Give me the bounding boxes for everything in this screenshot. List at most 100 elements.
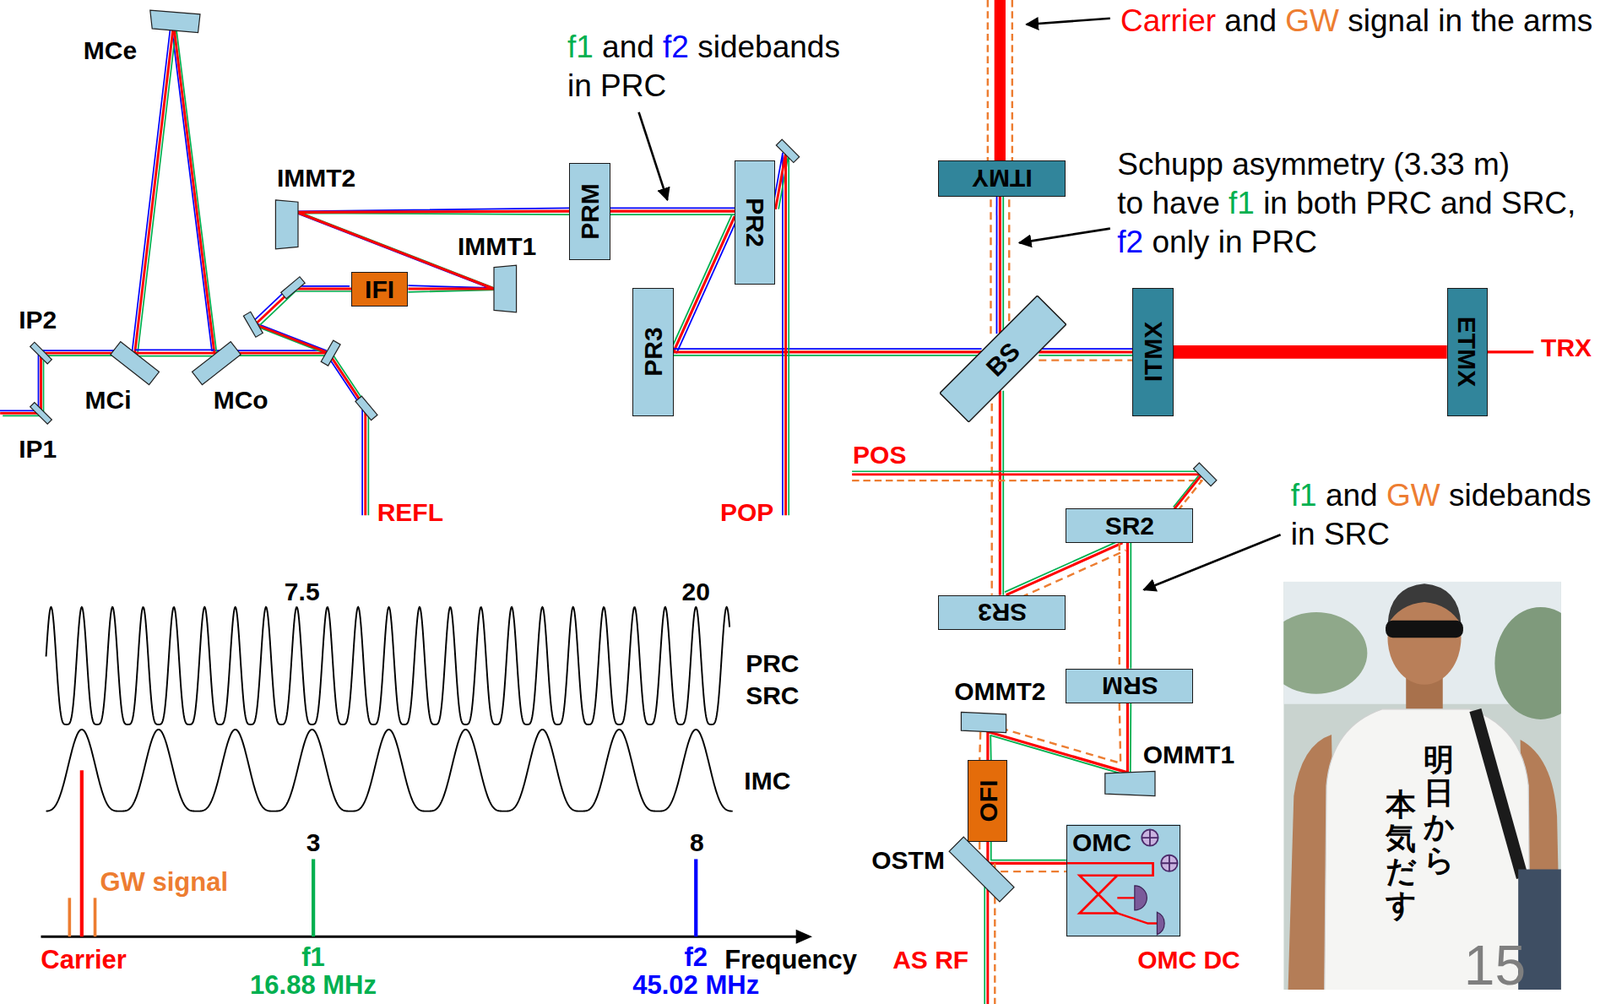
test-mass-box: ITMY [938, 160, 1066, 196]
text-word: and [1440, 185, 1493, 221]
laser-beam [0, 24, 353, 413]
beam-line [673, 216, 736, 353]
leader-arrow [639, 112, 668, 201]
text-word: SRC [1323, 516, 1390, 552]
text-word: arms [1523, 3, 1593, 38]
omc-internals [1156, 911, 1165, 935]
beam-line [610, 213, 735, 216]
mirror-box: PR3 [632, 287, 673, 417]
shirt-text: 明日から [1423, 743, 1454, 877]
laser-beam [778, 152, 789, 516]
text-word: in [567, 68, 592, 104]
text-word: f1 [1228, 185, 1255, 221]
port-label: OMC DC [1137, 945, 1241, 976]
shirt-text: 本気だす [1385, 787, 1416, 922]
part-label: 8 [689, 828, 705, 858]
component-name: ETMX [1453, 316, 1481, 387]
beam-line [987, 841, 1067, 863]
leader-arrow [639, 18, 1281, 591]
laser-beam [135, 355, 215, 358]
frequency-label: 16.88 MHz [249, 970, 377, 1002]
frequency-label: 45.02 MHz [632, 970, 760, 1002]
beam-line [610, 210, 735, 213]
laser-beam [1487, 350, 1534, 353]
isolator-box: OFI [967, 759, 1008, 842]
frequency-label: Carrier [40, 944, 127, 976]
text-word: both [1296, 185, 1357, 221]
text-word: f2 [1117, 224, 1144, 260]
part-label: OSTM [871, 846, 945, 876]
text-word: have [1151, 185, 1220, 221]
mirror [30, 402, 53, 425]
annotation-text: f1 and f2 sidebands in PRC [567, 27, 841, 106]
text-word: only [1151, 224, 1210, 260]
component-name: SR2 [1105, 511, 1155, 540]
omc-internals [1066, 824, 1181, 937]
component-name: IFI [364, 275, 395, 304]
text-word: m) [1473, 146, 1510, 182]
leader-arrow [1019, 228, 1111, 244]
part-label: MCi [85, 385, 132, 416]
photo [1388, 583, 1462, 624]
text-word: PRC [1366, 185, 1432, 221]
mirror [150, 10, 201, 33]
part-label: SRC [745, 681, 799, 711]
text-word: f1 [567, 29, 594, 65]
laser-beam [328, 352, 366, 516]
text-word: sidebands [697, 29, 841, 65]
port-label: TRX [1540, 333, 1592, 364]
frequency-label: f2 [683, 942, 708, 973]
frequency-plot [311, 858, 315, 937]
beam-splitter: BS [939, 295, 1067, 423]
text-word: in [1218, 224, 1243, 260]
part-label: OMMT1 [1143, 740, 1235, 771]
text-word: and [1224, 3, 1277, 38]
text-word: PRC [1251, 224, 1318, 260]
component-name: PRM [575, 183, 604, 240]
port-label: AS RF [892, 945, 969, 976]
mirror [1193, 462, 1217, 486]
omc-internals [1066, 862, 1154, 913]
frequency-plot [41, 607, 814, 944]
mirror [960, 711, 1006, 733]
frequency-label: GW signal [99, 867, 228, 899]
text-word: PRC [600, 68, 667, 104]
part-label: OMMT2 [954, 677, 1046, 707]
laser-beam [1011, 0, 1014, 162]
beam-line [987, 703, 1129, 773]
photo [1475, 710, 1523, 878]
laser-beam [135, 349, 215, 352]
leader-arrow [1144, 534, 1281, 590]
cavity-box: OMC [1066, 824, 1181, 938]
text-word: SRC, [1501, 185, 1576, 221]
text-word: asymmetry [1231, 146, 1385, 182]
beam-line [1038, 350, 1133, 353]
component-name: OMC [1072, 828, 1132, 857]
test-mass-box: ETMX [1447, 287, 1488, 417]
part-label: MCo [213, 385, 269, 416]
beam-line [1002, 390, 1004, 596]
component-name: SR3 [977, 598, 1027, 627]
beam-line [998, 390, 1002, 596]
mirror [1105, 771, 1156, 797]
beam-line [670, 215, 733, 352]
beam-connector [1119, 542, 1132, 669]
test-mass-box: ITMX [1132, 287, 1173, 417]
leader-arrow [1026, 18, 1111, 25]
laser-beam [0, 0, 1534, 1004]
text-word: Schupp [1117, 146, 1224, 182]
frequency-plot [93, 897, 98, 937]
annotation-text: Carrier and GW signal in the arms [1120, 1, 1593, 41]
beam-line [1126, 542, 1129, 669]
resonance-curve [46, 607, 731, 725]
beam-connector [610, 207, 735, 215]
text-word: the [1470, 3, 1514, 38]
beam-connector [1004, 539, 1126, 603]
mirror-box: PRM [569, 162, 610, 261]
beam-line [673, 354, 982, 357]
laser-beam [851, 474, 1202, 510]
annotation-text: Schupp asymmetry (3.33 m) to have f1 in … [1117, 145, 1576, 262]
beam-connector [990, 196, 1009, 335]
isolator-box: IFI [351, 271, 409, 307]
beam-connector [670, 215, 738, 354]
